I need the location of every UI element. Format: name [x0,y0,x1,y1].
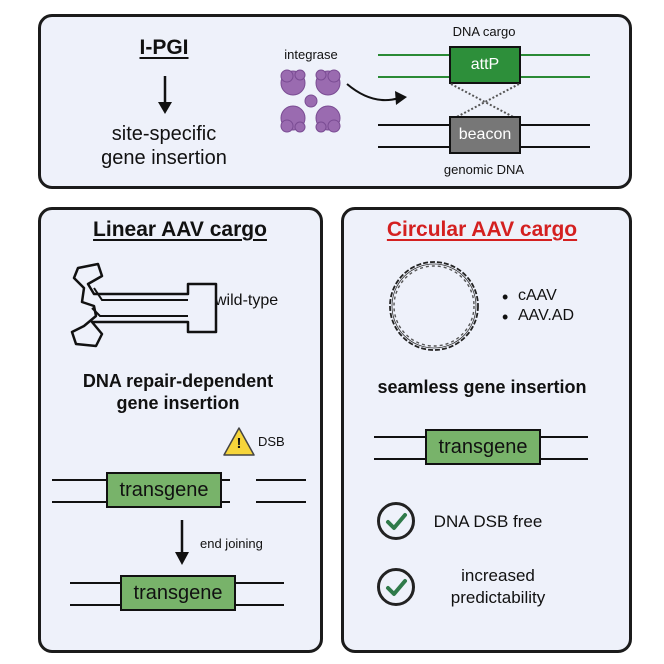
linear-heading-line1: DNA repair-dependent [82,371,274,391]
warning-triangle-icon [223,427,255,456]
ipgi-title: I-PGI [139,36,189,59]
broken-dna-right-top [256,479,306,481]
checkmark-circle-icon [377,568,415,606]
checkmark-circle-icon [377,502,415,540]
bullet-dot: • [502,287,509,307]
benefit-predictability-line1: increased [461,566,535,585]
benefit-predictability-line2: predictability [450,588,546,607]
circular-aav-title: Circular AAV cargo [386,218,578,241]
bullet-AAV-AD: AAV.AD [518,307,575,324]
transgene-before-joining: transgene [106,472,222,508]
benefit-dsb-free: DNA DSB free [433,512,543,531]
bullet-cAAV: cAAV [518,287,557,304]
linear-aav-genome-icon [70,262,218,348]
circular-heading: seamless gene insertion [377,377,587,397]
attp-site: attP [449,46,521,84]
warning-symbol: ! [236,435,242,452]
arrow-down-icon [158,76,172,114]
end-joining-label: end joining [200,536,263,551]
transgene-after-joining: transgene [120,575,236,611]
wild-type-label: wild-type [215,292,279,309]
linear-heading-line2: gene insertion [116,393,240,413]
linear-aav-title: Linear AAV cargo [93,218,267,241]
arrow-down-icon [175,520,189,565]
ipgi-subtitle-line1: site-specific [111,123,217,145]
genomic-dna-label: genomic DNA [443,162,525,177]
circular-dna-icon [389,261,479,351]
transgene-seamless: transgene [425,429,541,465]
curved-arrow-icon [346,83,407,105]
ipgi-panel [38,14,632,189]
dsb-label: DSB [258,434,285,449]
beacon-site: beacon [449,116,521,154]
bullet-dot: • [502,307,509,327]
recombination-crossover [450,83,520,121]
integrase-label: integrase [284,47,338,62]
integrase-protein-icon [280,69,341,133]
broken-dna-right-bottom [256,501,306,503]
dna-cargo-label: DNA cargo [452,24,516,39]
ipgi-subtitle-line2: gene insertion [101,147,227,169]
